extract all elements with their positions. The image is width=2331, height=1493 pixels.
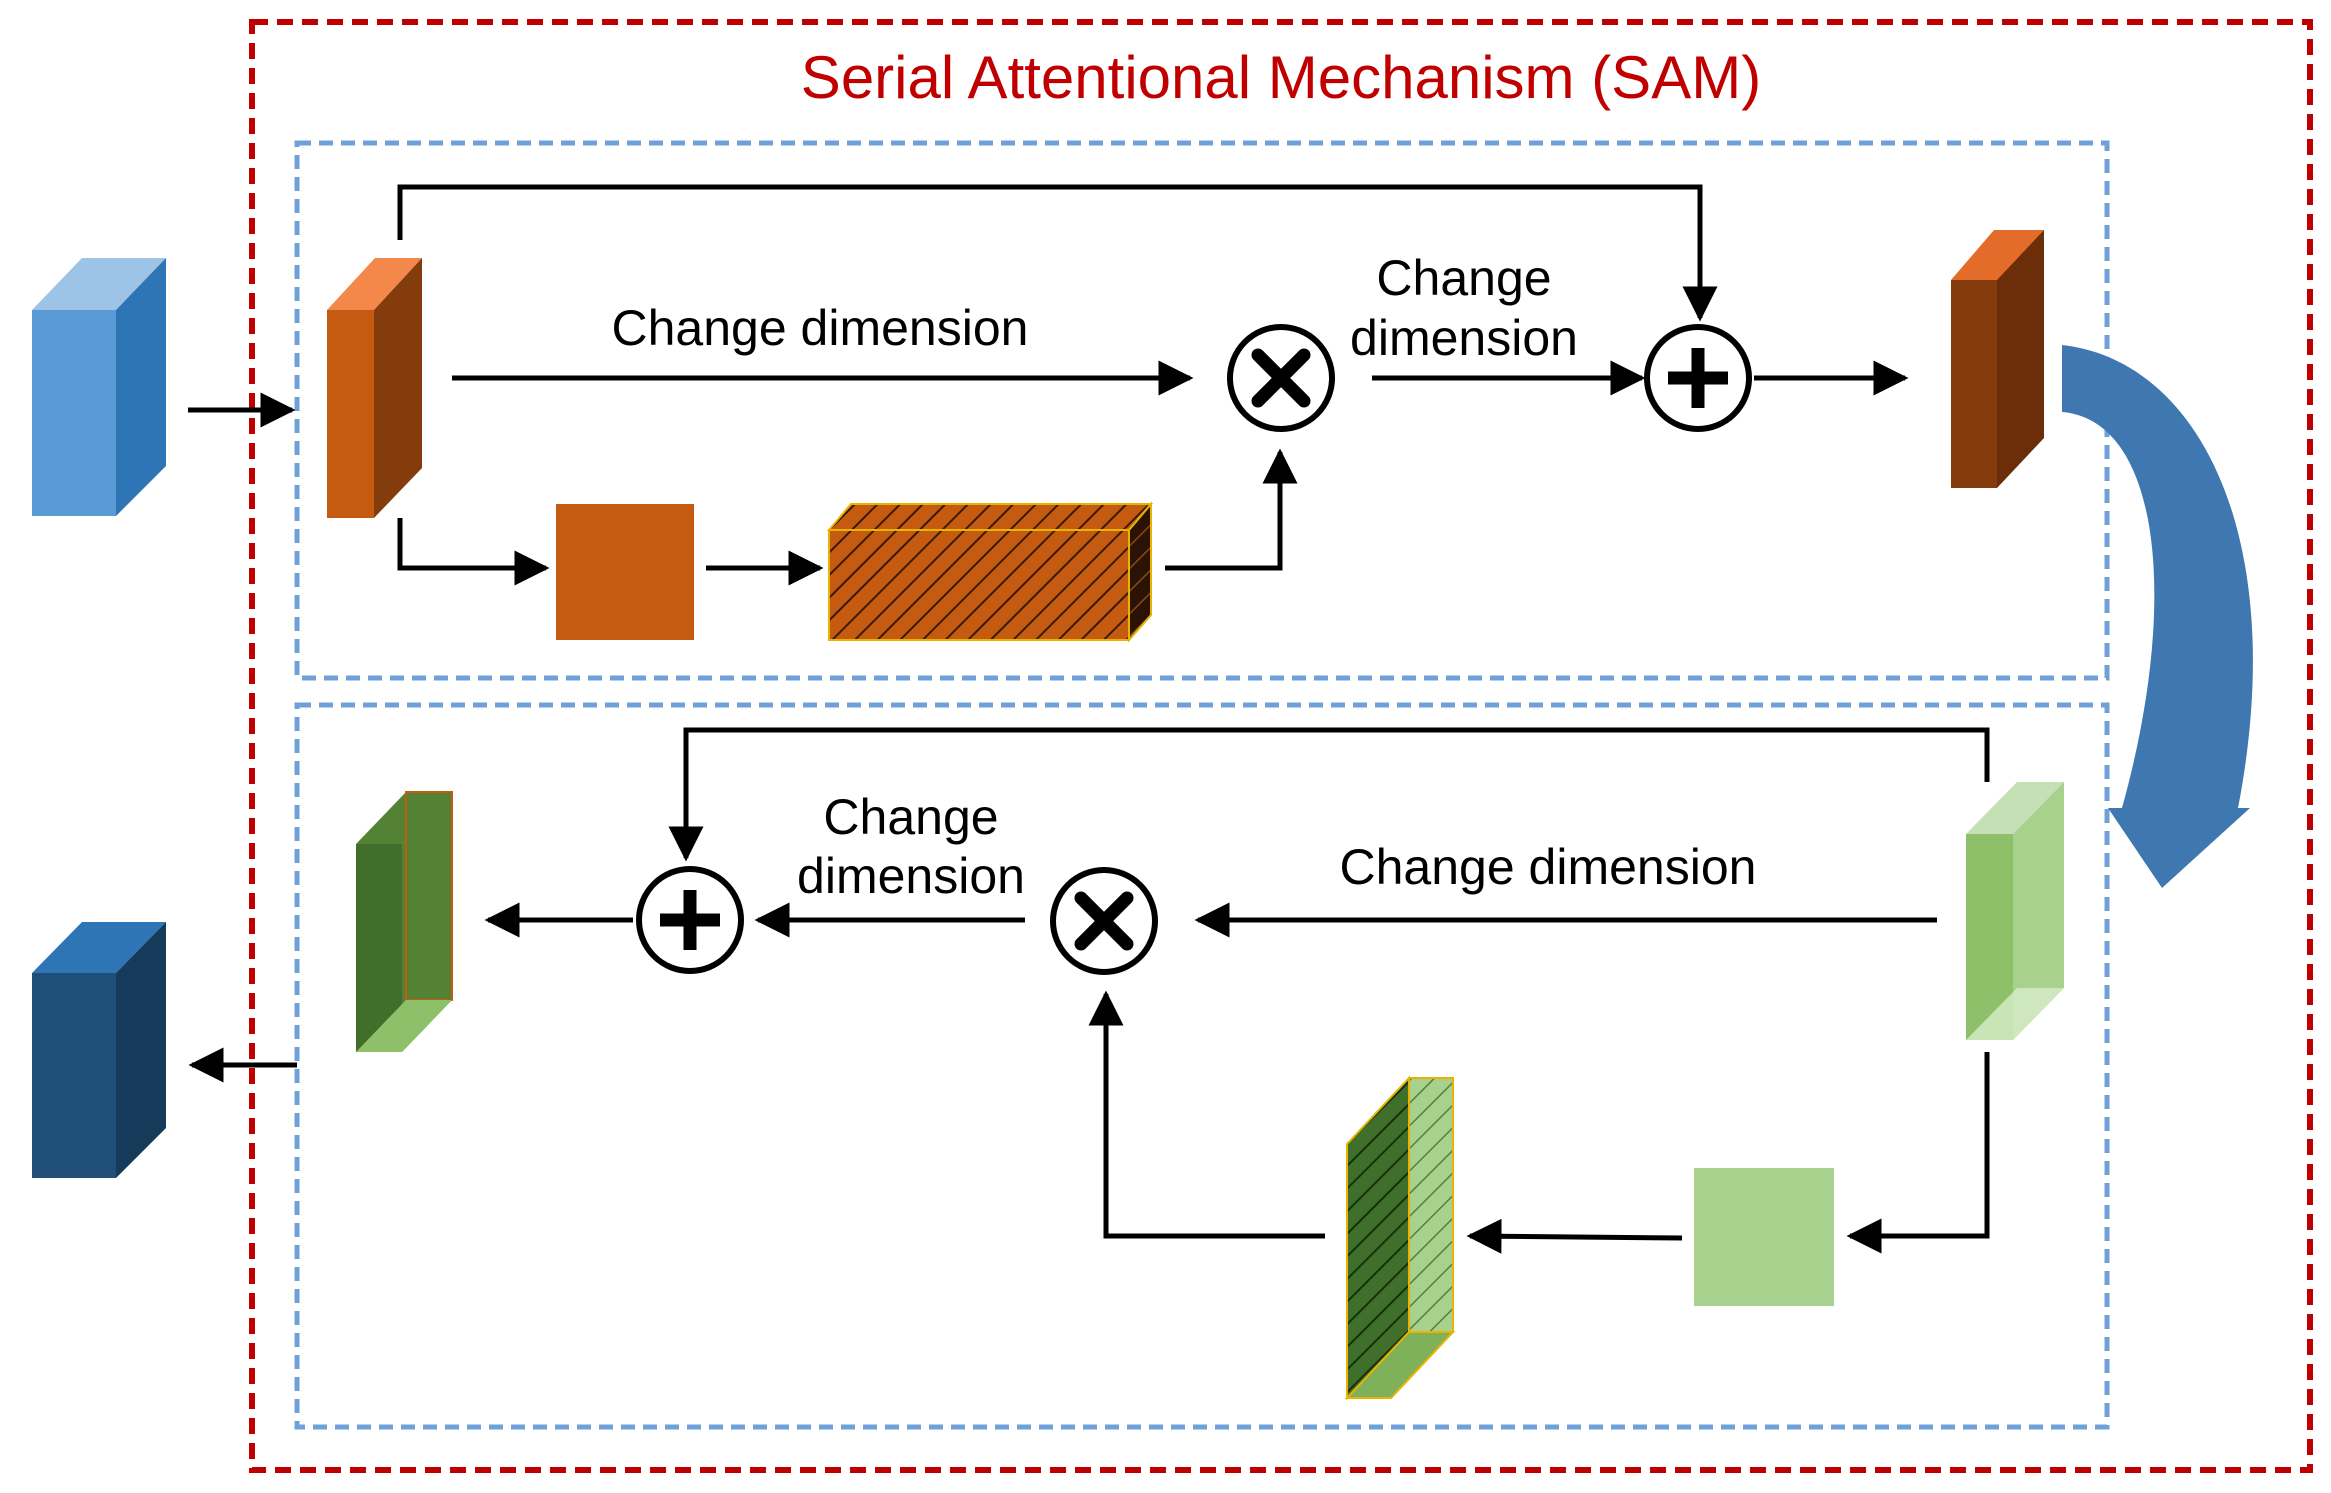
sam-title: Serial Attentional Mechanism (SAM) [801,44,1761,111]
top-output-slab [1951,230,2044,488]
bottom-branch-border [294,702,2110,1430]
bottom-change-dimension-label: Change dimension [1340,839,1757,895]
top-change-dimension-label: Change dimension [612,300,1029,356]
top-change-dimension-label-2a: Change [1376,250,1551,306]
bottom-hatched-cuboid [1344,1075,1456,1401]
bottom-add-operator [636,866,744,974]
bottom-output-slab [356,791,453,1052]
bottom-multiply-operator [1050,867,1158,975]
output-feature-block [32,922,166,1178]
curved-transition-arrow [2062,345,2253,888]
bottom-green-square [1694,1168,1834,1306]
top-add-operator [1644,324,1752,432]
top-orange-square [556,504,694,640]
top-multiply-operator [1227,324,1335,432]
top-input-slab [327,258,422,518]
sam-outer-border [249,19,2313,1473]
bottom-change-dimension-label-2b: dimension [797,848,1025,904]
bottom-arrows [188,727,1990,1254]
top-change-dimension-label-2b: dimension [1350,310,1578,366]
top-arrows [188,184,1909,586]
top-hatched-cuboid [826,501,1154,643]
bottom-input-slab [1966,782,2064,1040]
bottom-change-dimension-label-2a: Change [823,789,998,845]
input-feature-block [32,258,166,516]
